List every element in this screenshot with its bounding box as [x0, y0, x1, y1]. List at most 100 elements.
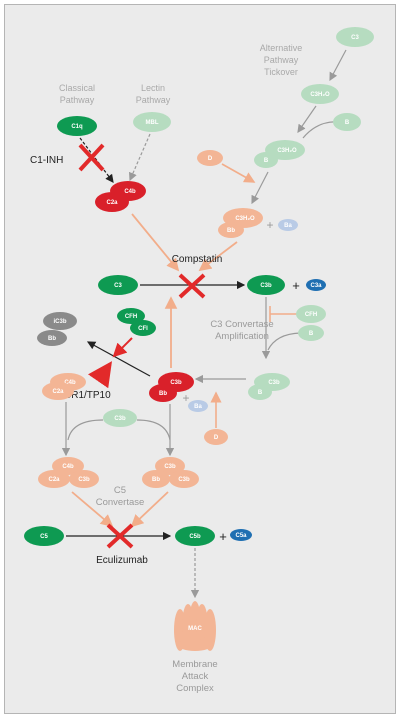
- node-cfi-left-label: CFI: [138, 326, 148, 332]
- node-cfh-right-label: CFH: [305, 312, 317, 318]
- node-c3b-main: [247, 275, 285, 295]
- alternative-pathway-label-line1: Alternative: [260, 43, 303, 53]
- node-bb-4: [142, 470, 170, 488]
- node-mbl: [133, 112, 171, 132]
- node-c3a-label: C3a: [310, 283, 322, 289]
- node-ba-center-label: Ba: [194, 404, 202, 410]
- arrow-c3bb-to-c3cleavage: [198, 241, 238, 272]
- node-cfh-right: [296, 305, 326, 323]
- node-c3h2o-1: [301, 84, 339, 104]
- node-d-top: [197, 150, 223, 166]
- node-c3a: [306, 279, 326, 291]
- curve-left-branch: [67, 419, 104, 441]
- node-ba-center: [188, 400, 208, 412]
- arrow-c4b2a-to-c3cleavage: [131, 213, 180, 272]
- c3-convertase-label-line2: Amplification: [215, 331, 269, 342]
- node-b-right: [298, 325, 324, 341]
- node-c2a-2-label: C2a: [52, 389, 64, 395]
- node-mbl-label: MBL: [146, 120, 159, 126]
- node-c3-main: [98, 275, 138, 295]
- node-b-alt-1: [333, 113, 361, 131]
- red-arrow-scr1: [88, 361, 112, 389]
- node-c2a-1-label: C2a: [106, 200, 118, 206]
- node-c5a: [230, 529, 252, 541]
- node-d-right: [204, 429, 228, 445]
- node-cfh-left-label: CFH: [125, 314, 137, 320]
- node-bb-1-label: Bb: [227, 228, 235, 234]
- node-bb-center-label: Bb: [159, 391, 167, 397]
- plus-sign-ba-center: +: [182, 391, 189, 405]
- node-bb-left: [37, 330, 67, 346]
- node-cfh-left: [117, 308, 145, 324]
- node-ba-1-label: Ba: [284, 223, 292, 229]
- alternative-pathway-label-line3: Tickover: [264, 67, 298, 77]
- c5-convertase-label-line2: Convertase: [96, 497, 145, 508]
- node-c3b-4: [155, 457, 185, 475]
- node-b-right-label: B: [309, 331, 314, 337]
- arrow-right-c5conv: [130, 491, 169, 528]
- node-c5: [24, 526, 64, 546]
- node-c3b-3: [69, 470, 99, 488]
- node-c2a-3: [38, 470, 70, 488]
- node-c1q: [57, 116, 97, 136]
- node-c3b-3-label: C3b: [78, 477, 90, 483]
- node-b-right2-label: B: [258, 390, 263, 396]
- node-c5a-label: C5a: [235, 533, 247, 539]
- arrow-c3h2o-to-complex: [297, 105, 317, 133]
- node-c1q-label: C1q: [71, 124, 83, 130]
- node-d-right-label: D: [214, 435, 219, 441]
- arrow-mbl-to-c4b: [129, 133, 151, 182]
- node-c5b-label: C5b: [189, 534, 201, 540]
- node-c3h2o-2-label: C3H₂O: [277, 148, 297, 154]
- node-c3-alternative: [336, 27, 374, 47]
- node-c3b-center-label: C3b: [170, 380, 182, 386]
- node-c4b-2-label: C4b: [64, 380, 76, 386]
- arrow-d-to-convertase: [221, 163, 256, 183]
- node-c3b-5: [169, 470, 199, 488]
- eculizumab-label: Eculizumab: [96, 555, 148, 566]
- node-c3h2o-3-label: C3H₂O: [235, 216, 255, 222]
- curve-right-branch: [136, 419, 171, 441]
- node-c2a-2: [42, 382, 74, 400]
- eculizumab-block-x: [106, 523, 134, 549]
- plus-sign-c3a: +: [292, 278, 300, 293]
- c1-inh-block-x: [78, 143, 105, 172]
- node-c3b-light: [103, 409, 137, 427]
- node-b-alt-1-label: B: [345, 120, 350, 126]
- node-c5-label: C5: [40, 534, 48, 540]
- node-c4b-3: [52, 457, 84, 475]
- node-c3b-right-label: C3b: [268, 380, 280, 386]
- mac-pore-icon: [174, 601, 216, 651]
- node-c3b-5-label: C3b: [178, 477, 190, 483]
- node-ba-1: [278, 219, 298, 231]
- node-c3b-main-label: C3b: [260, 283, 272, 289]
- plus-sign-c5a: +: [219, 529, 227, 544]
- plus-sign-ba: +: [266, 218, 273, 232]
- node-ic3b: [43, 312, 77, 330]
- node-c3b-4-label: C3b: [164, 464, 176, 470]
- red-arrow-cfh-cfi: [112, 337, 133, 358]
- c3-convertase-label-line1: C3 Convertase: [210, 319, 273, 330]
- node-cfi-left: [130, 320, 156, 336]
- node-c2a-1: [95, 192, 129, 212]
- node-bb-center: [149, 384, 177, 402]
- node-b-alt-2: [254, 152, 278, 168]
- lectin-pathway-label-line1: Lectin: [141, 83, 165, 93]
- c1-inh-label: C1-INH: [30, 155, 63, 166]
- node-c5b: [175, 526, 215, 546]
- lectin-pathway-label-line2: Pathway: [136, 95, 171, 105]
- node-d-top-label: D: [208, 156, 213, 162]
- classical-pathway-label-line1: Classical: [59, 83, 95, 93]
- alternative-pathway-label-line2: Pathway: [264, 55, 299, 65]
- node-c4b-3-label: C4b: [62, 464, 74, 470]
- arrow-to-c3h2obb: [251, 171, 269, 205]
- mac-node-label: MAC: [188, 626, 202, 632]
- compstatin-block-x: [178, 273, 206, 299]
- classical-pathway-label-line2: Pathway: [60, 95, 95, 105]
- curve-b-amplification: [267, 332, 301, 351]
- node-bb-left-label: Bb: [48, 336, 56, 342]
- node-c2a-3-label: C2a: [48, 477, 60, 483]
- mac-label-line2: Attack: [182, 671, 209, 682]
- node-c3-alternative-label: C3: [351, 35, 359, 41]
